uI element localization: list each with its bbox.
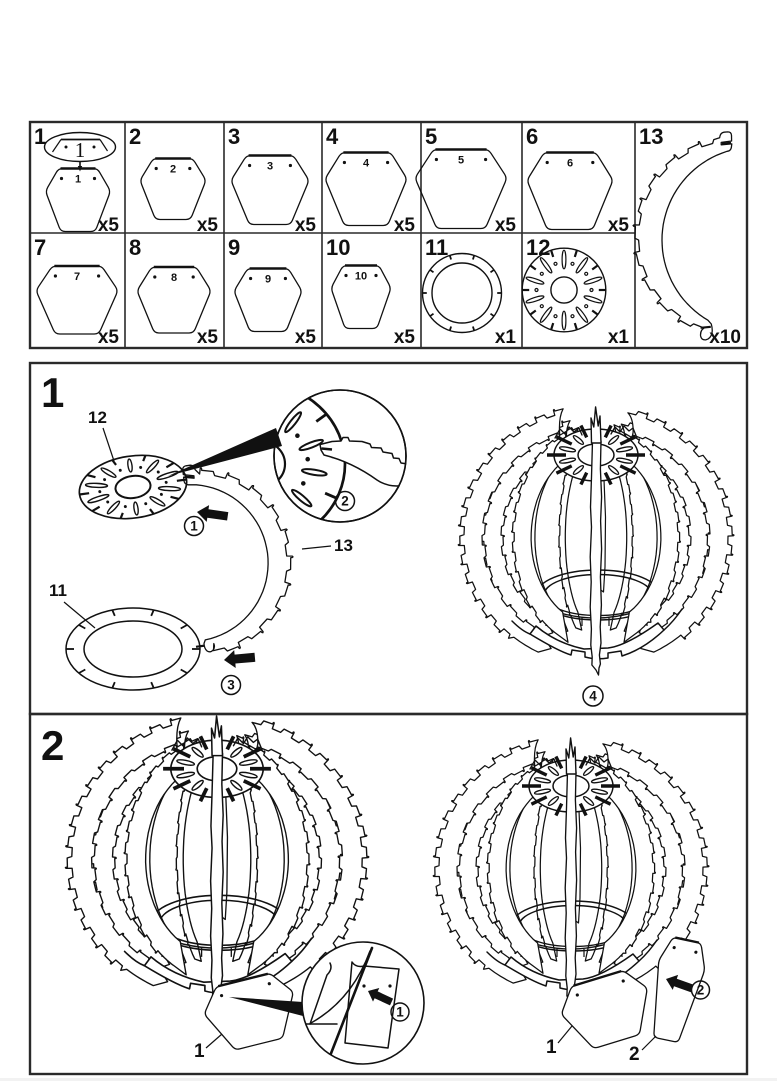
svg-text:6: 6: [526, 124, 538, 149]
svg-text:4: 4: [326, 124, 339, 149]
svg-text:1: 1: [34, 124, 46, 149]
svg-text:5: 5: [458, 155, 464, 167]
svg-text:2: 2: [341, 494, 349, 509]
svg-text:9: 9: [228, 235, 240, 260]
svg-text:x5: x5: [394, 327, 416, 348]
svg-text:4: 4: [363, 158, 370, 170]
svg-text:10: 10: [355, 271, 367, 283]
svg-text:2: 2: [697, 983, 705, 998]
svg-text:7: 7: [74, 271, 80, 283]
svg-text:9: 9: [265, 274, 271, 286]
svg-text:13: 13: [639, 124, 663, 149]
svg-text:1: 1: [190, 519, 198, 534]
svg-text:12: 12: [88, 408, 107, 427]
svg-text:x5: x5: [394, 215, 416, 236]
svg-text:3: 3: [228, 124, 240, 149]
svg-text:x5: x5: [197, 215, 219, 236]
svg-text:7: 7: [34, 235, 46, 260]
svg-text:1: 1: [75, 174, 81, 186]
svg-text:3: 3: [267, 161, 273, 173]
svg-text:4: 4: [589, 689, 597, 704]
svg-text:12: 12: [526, 235, 550, 260]
svg-text:1: 1: [396, 1005, 404, 1020]
svg-text:x5: x5: [295, 215, 317, 236]
svg-text:8: 8: [129, 235, 141, 260]
svg-text:2: 2: [629, 1044, 640, 1065]
svg-text:1: 1: [41, 369, 64, 416]
svg-text:6: 6: [567, 158, 573, 170]
svg-text:8: 8: [171, 272, 177, 284]
svg-text:1: 1: [75, 138, 86, 162]
svg-text:x1: x1: [495, 327, 517, 348]
svg-text:2: 2: [129, 124, 141, 149]
svg-text:1: 1: [546, 1037, 557, 1058]
svg-text:x5: x5: [495, 215, 517, 236]
svg-text:x5: x5: [608, 215, 630, 236]
svg-text:11: 11: [425, 235, 448, 260]
svg-text:13: 13: [334, 536, 353, 555]
svg-text:x5: x5: [98, 215, 120, 236]
svg-text:x1: x1: [608, 327, 630, 348]
svg-text:x5: x5: [295, 327, 317, 348]
svg-text:10: 10: [326, 235, 350, 260]
svg-text:x5: x5: [197, 327, 219, 348]
svg-text:3: 3: [227, 678, 235, 693]
svg-text:2: 2: [41, 722, 64, 769]
svg-text:2: 2: [170, 164, 176, 176]
svg-text:1: 1: [194, 1041, 205, 1062]
svg-text:11: 11: [49, 581, 67, 600]
svg-text:x5: x5: [98, 327, 120, 348]
svg-text:5: 5: [425, 124, 437, 149]
svg-text:x10: x10: [709, 327, 741, 348]
